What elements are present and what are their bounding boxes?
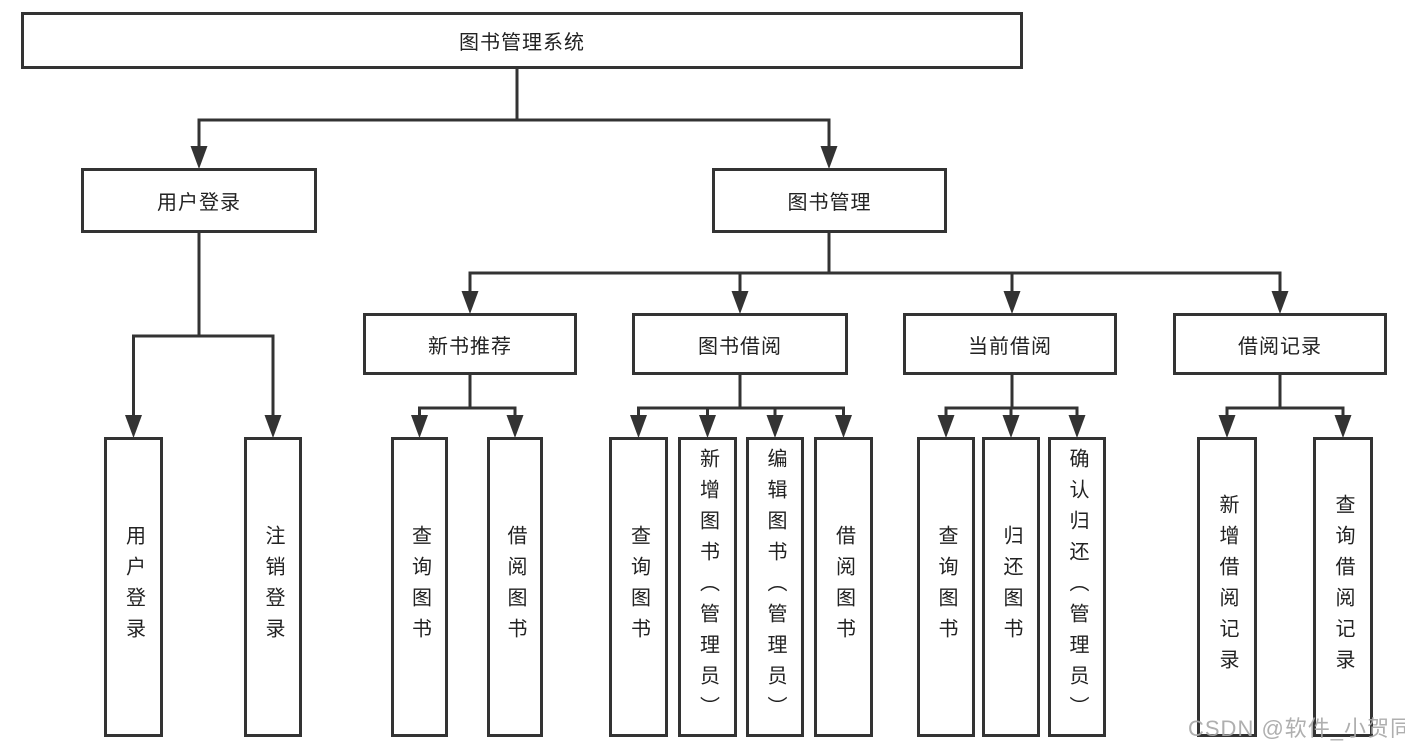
node-bb-edit-books-admin-label: 编辑图书（管理员） (764, 447, 786, 727)
connector-paths (132, 69, 1345, 418)
watermark: CSDN @软件_小贺同学 (1188, 716, 1405, 741)
node-current-borrowing-label: 当前借阅 (968, 335, 1052, 358)
node-cb-query-books-label: 查询图书 (935, 525, 957, 649)
node-rec-borrow-books: 借阅图书 (487, 437, 543, 737)
node-user-login-label: 用户登录 (157, 192, 241, 214)
connector-login-to-children (132, 233, 275, 418)
arrowheads (125, 146, 1352, 438)
connector-records-to-children (1225, 375, 1345, 418)
node-cb-return-books-label: 归还图书 (1000, 525, 1022, 649)
node-root-label: 图书管理系统 (459, 32, 585, 54)
node-current-borrowing: 当前借阅 (903, 313, 1117, 375)
node-bb-borrow-books: 借阅图书 (814, 437, 873, 737)
connector-rec-to-children (418, 375, 517, 418)
node-cb-query-books: 查询图书 (917, 437, 975, 737)
node-br-add-record: 新增借阅记录 (1197, 437, 1257, 737)
node-cb-return-books: 归还图书 (982, 437, 1040, 737)
node-br-add-record-label: 新增借阅记录 (1216, 494, 1238, 680)
node-new-book-recommend-label: 新书推荐 (428, 335, 512, 358)
node-bb-query-books-label: 查询图书 (627, 525, 650, 649)
node-book-management: 图书管理 (712, 168, 947, 233)
connector-borrow-to-children (637, 375, 845, 418)
node-book-management-label: 图书管理 (787, 192, 872, 214)
node-bb-borrow-books-label: 借阅图书 (832, 525, 855, 649)
node-new-book-recommend: 新书推荐 (363, 313, 577, 375)
node-logout-label: 注销登录 (262, 525, 284, 649)
node-root: 图书管理系统 (21, 12, 1023, 69)
node-logout: 注销登录 (244, 437, 302, 737)
connector-root-to-level2 (197, 69, 831, 149)
node-book-borrowing: 图书借阅 (632, 313, 848, 375)
node-login-user-login: 用户登录 (104, 437, 163, 737)
node-br-query-record-label: 查询借阅记录 (1332, 494, 1354, 680)
node-bb-edit-books-admin: 编辑图书（管理员） (746, 437, 804, 737)
node-rec-borrow-books-label: 借阅图书 (504, 525, 526, 649)
connector-current-to-children (944, 375, 1079, 418)
node-bb-query-books: 查询图书 (609, 437, 668, 737)
node-bb-add-books-admin: 新增图书（管理员） (678, 437, 737, 737)
node-borrow-records: 借阅记录 (1173, 313, 1387, 375)
node-cb-confirm-return-admin-label: 确认归还（管理员） (1066, 447, 1088, 727)
node-login-user-login-label: 用户登录 (122, 525, 145, 649)
node-br-query-record: 查询借阅记录 (1313, 437, 1373, 737)
node-user-login: 用户登录 (81, 168, 317, 233)
node-bb-add-books-admin-label: 新增图书（管理员） (696, 447, 719, 727)
node-borrow-records-label: 借阅记录 (1238, 335, 1322, 358)
node-cb-confirm-return-admin: 确认归还（管理员） (1048, 437, 1106, 737)
node-rec-query-books-label: 查询图书 (408, 525, 431, 649)
node-book-borrowing-label: 图书借阅 (698, 335, 782, 358)
connector-mgmt-to-level3 (468, 233, 1282, 294)
node-rec-query-books: 查询图书 (391, 437, 448, 737)
